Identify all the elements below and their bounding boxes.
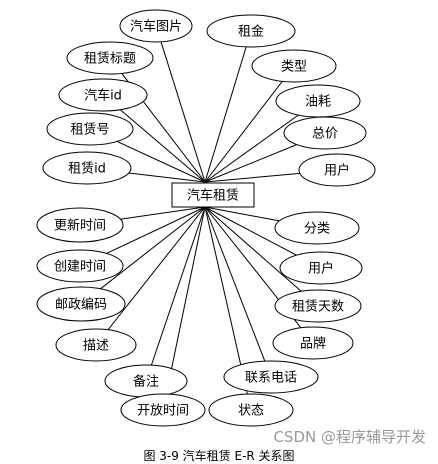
attribute-label: 汽车图片: [130, 19, 182, 35]
attribute-ellipse: [66, 41, 154, 75]
attribute-label: 备注: [133, 374, 159, 390]
attribute-ellipse: [36, 249, 124, 283]
attribute-label: 租赁标题: [84, 52, 136, 67]
attribute-node: 油耗: [275, 84, 361, 118]
attribute-node: 联系电话: [223, 360, 319, 394]
attribute-node: 描述: [55, 328, 137, 362]
attribute-label: 邮政编码: [55, 298, 107, 313]
attribute-node: 汽车id: [58, 78, 148, 112]
attribute-ellipse: [274, 211, 360, 245]
attribute-ellipse: [272, 326, 354, 360]
connector-line: [116, 140, 206, 183]
attribute-ellipse: [274, 289, 362, 323]
attribute-ellipse: [42, 151, 132, 185]
connector-line: [119, 109, 206, 183]
connector-line: [204, 206, 248, 395]
connector-line: [204, 206, 266, 362]
connector-line: [107, 206, 206, 331]
attribute-ellipse: [251, 49, 337, 83]
attribute-node: 邮政编码: [36, 286, 126, 322]
attribute-label: 租赁号: [70, 123, 109, 138]
attribute-node: 租赁号: [46, 112, 134, 146]
connector-line: [165, 206, 206, 395]
attribute-node: 备注: [104, 364, 188, 398]
connector-line: [160, 41, 206, 183]
attribute-ellipse: [120, 393, 206, 427]
connector-line: [106, 206, 206, 254]
connector-line: [128, 172, 206, 183]
attribute-ellipse: [36, 207, 124, 243]
attribute-label: 油耗: [305, 95, 331, 110]
attribute-label: 租金: [238, 24, 264, 40]
attribute-node: 创建时间: [36, 249, 124, 283]
attribute-label: 开放时间: [137, 404, 189, 419]
watermark: CSDN @程序辅导开发: [273, 428, 426, 446]
entity-box: 汽车租赁: [171, 182, 255, 208]
attribute-node: 开放时间: [120, 393, 206, 427]
attribute-ellipse: [208, 393, 294, 427]
attribute-label: 描述: [83, 339, 109, 354]
attribute-ellipse: [36, 286, 126, 322]
attribute-label: 联系电话: [245, 371, 297, 386]
entity-rect: [171, 182, 255, 208]
attribute-ellipse: [279, 251, 363, 285]
attribute-node: 品牌: [272, 326, 354, 360]
attribute-node: 用户: [279, 251, 363, 285]
attribute-ellipse: [223, 360, 319, 394]
attribute-node: 分类: [274, 211, 360, 245]
connector-line: [204, 144, 297, 183]
entity-label: 汽车租赁: [187, 188, 239, 204]
attribute-label: 创建时间: [54, 260, 106, 275]
attribute-label: 状态: [238, 404, 264, 419]
connector-line: [204, 46, 247, 183]
connector-line: [204, 172, 300, 183]
attribute-node: 用户: [298, 153, 376, 187]
attribute-label: 租赁id: [68, 162, 106, 177]
connector-lines: [100, 41, 302, 395]
attribute-label: 类型: [281, 60, 307, 75]
attribute-ellipse: [58, 78, 148, 112]
attribute-node: 总价: [283, 116, 367, 150]
attribute-node: 租赁id: [42, 151, 132, 185]
attribute-label: 分类: [304, 222, 330, 237]
attribute-label: 更新时间: [54, 218, 106, 234]
connector-line: [204, 206, 302, 292]
attribute-node: 租赁天数: [274, 289, 362, 323]
connector-line: [204, 81, 283, 183]
connector-line: [204, 206, 297, 256]
attribute-label: 租赁天数: [292, 300, 344, 315]
attribute-ellipse: [46, 112, 134, 146]
attribute-label: 用户: [308, 261, 334, 277]
connector-line: [204, 114, 299, 183]
connector-line: [120, 206, 206, 220]
connector-line: [100, 206, 206, 290]
attribute-label: 总价: [312, 127, 338, 142]
attribute-ellipse: [55, 328, 137, 362]
attribute-node: 租金: [206, 14, 296, 48]
connector-line: [204, 206, 280, 222]
attribute-node: 租赁标题: [66, 41, 154, 75]
attribute-label: 用户: [324, 163, 350, 179]
attribute-node: 类型: [251, 49, 337, 83]
attribute-ellipse: [298, 153, 376, 187]
attribute-label: 汽车id: [84, 88, 122, 104]
attribute-node: 状态: [208, 393, 294, 427]
attribute-node: 更新时间: [36, 207, 124, 243]
attribute-ellipse: [206, 14, 296, 48]
attribute-node: 汽车图片: [119, 9, 193, 43]
attribute-ellipse: [119, 9, 193, 43]
attribute-label: 品牌: [300, 336, 326, 352]
attribute-ellipse: [283, 116, 367, 150]
connector-line: [150, 206, 206, 366]
